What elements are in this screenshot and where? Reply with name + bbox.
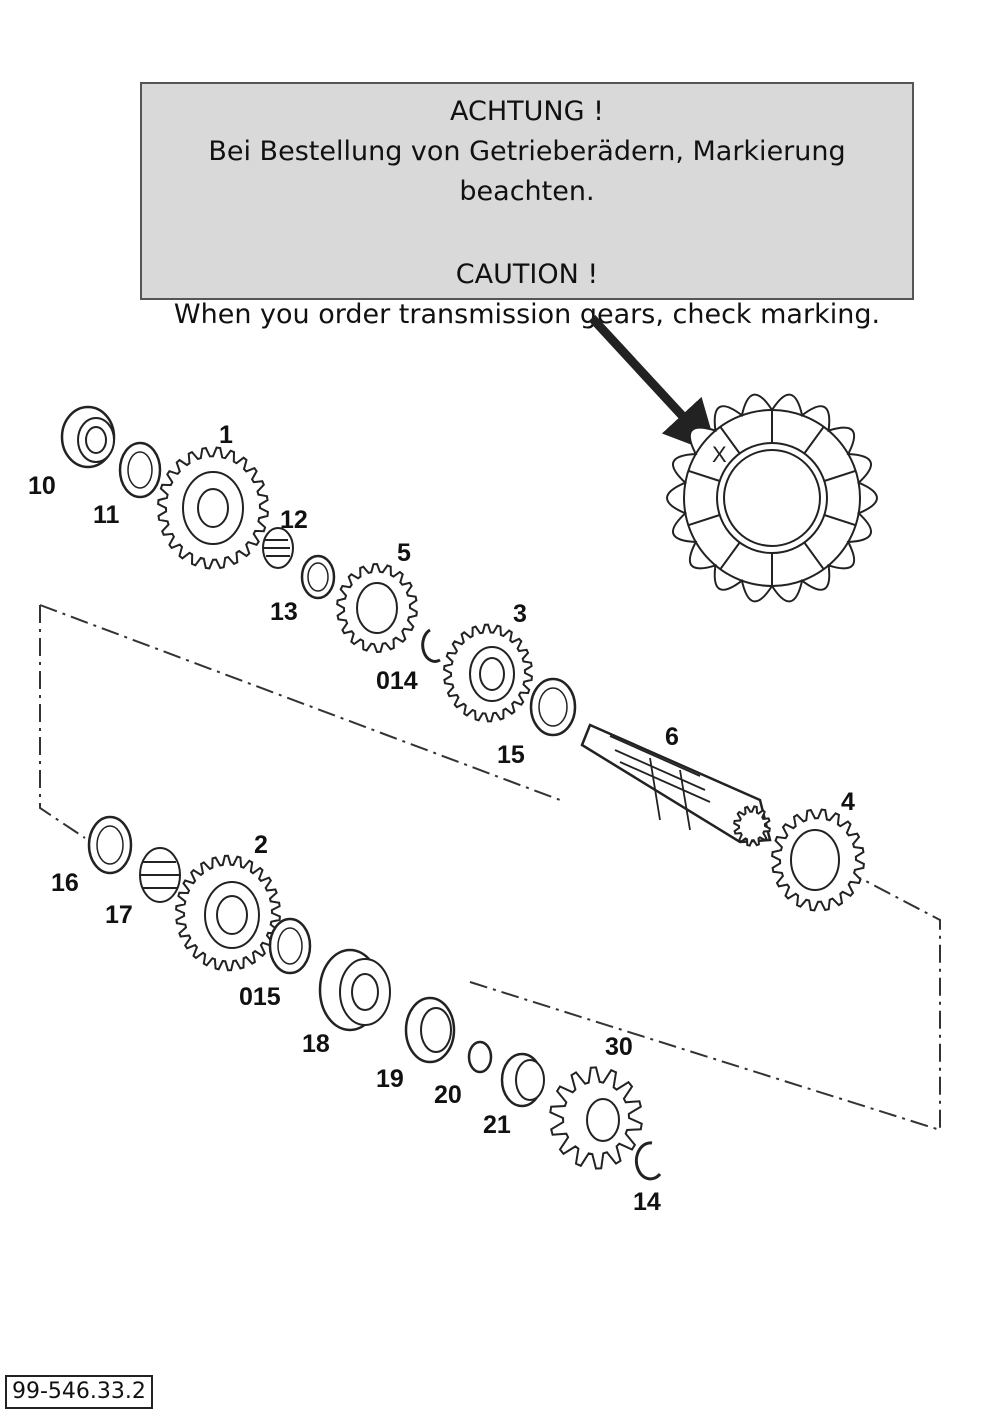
assembly-line <box>39 605 941 1132</box>
washer-11 <box>118 441 162 499</box>
detail-gear-segment-line <box>719 426 741 455</box>
bushing-21 <box>500 1052 545 1108</box>
part-label-12: 12 <box>280 506 308 534</box>
detail-gear-bore-inner <box>723 449 821 547</box>
detail-gear-segment-line <box>823 514 857 527</box>
part-label-5: 5 <box>397 539 411 567</box>
detail-gear-segments <box>687 410 857 586</box>
washer-13 <box>300 554 336 600</box>
part-label-10: 10 <box>28 472 56 500</box>
part-label-19: 19 <box>376 1065 404 1093</box>
circlip-14 <box>634 1141 662 1181</box>
notice-text-de: Bei Bestellung von Getrieberädern, Marki… <box>208 136 846 207</box>
gear-5 <box>336 562 418 654</box>
part-label-11: 11 <box>93 501 120 529</box>
gear-1 <box>157 446 269 570</box>
part-label-14: 14 <box>633 1188 661 1216</box>
part-label-21: 21 <box>483 1111 511 1139</box>
needle-bearing-12 <box>262 527 294 569</box>
part-label-015: 015 <box>239 983 281 1011</box>
marked-gear-detail: X <box>666 393 878 603</box>
caution-notice-box: ACHTUNG ! Bei Bestellung von Getrieberäd… <box>140 82 914 330</box>
shaft-6 <box>580 723 772 847</box>
part-label-13: 13 <box>270 598 298 626</box>
washer-16 <box>87 815 133 875</box>
part-label-6: 6 <box>665 723 679 751</box>
part-label-30: 30 <box>605 1033 633 1061</box>
notice-heading-en: CAUTION ! <box>455 259 599 290</box>
part-label-15: 15 <box>497 741 525 769</box>
o-ring-20 <box>467 1040 493 1074</box>
circlip-014 <box>421 628 441 663</box>
bearing-18 <box>318 948 391 1032</box>
part-label-2: 2 <box>254 831 268 859</box>
drawing-number: 99-546.33.2 <box>5 1375 153 1409</box>
gear-4 <box>771 808 865 912</box>
part-label-4: 4 <box>841 788 855 816</box>
notice-heading-de: ACHTUNG ! <box>450 96 604 127</box>
assembly-line-upper <box>39 604 561 801</box>
detail-gear-segment-line <box>719 541 741 570</box>
needle-bearing-17 <box>139 847 181 903</box>
part-label-014: 014 <box>376 667 418 695</box>
washer-15 <box>529 677 577 737</box>
detail-gear-segment-line <box>803 426 825 455</box>
part-label-16: 16 <box>51 869 79 897</box>
notice-text-en: When you order transmission gears, check… <box>173 299 881 330</box>
washer-015 <box>268 917 312 975</box>
gear-2 <box>175 854 281 972</box>
bearing-10 <box>60 405 116 469</box>
spacer-19 <box>404 996 456 1064</box>
part-label-1: 1 <box>219 421 233 449</box>
part-label-3: 3 <box>513 600 527 628</box>
detail-gear-segment-line <box>687 514 721 527</box>
part-label-18: 18 <box>302 1030 330 1058</box>
detail-gear-segment-line <box>687 469 721 482</box>
marking-arrow <box>588 314 719 455</box>
sprocket-30 <box>549 1066 643 1170</box>
gear-3 <box>443 623 533 723</box>
detail-gear-segment-line <box>803 541 825 570</box>
marking-symbol: X <box>712 442 727 467</box>
part-label-17: 17 <box>105 901 133 929</box>
detail-gear-segment-line <box>823 469 857 482</box>
part-label-20: 20 <box>434 1081 462 1109</box>
